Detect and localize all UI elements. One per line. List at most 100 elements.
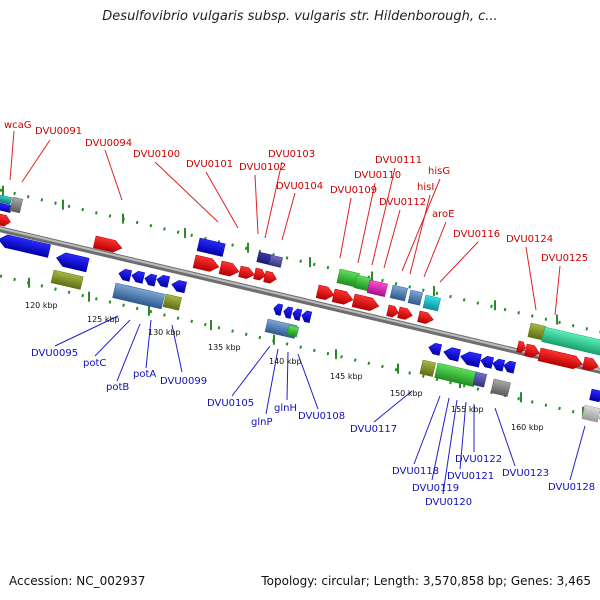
gene-DVU0120[interactable] <box>480 355 494 369</box>
gene-label-DVU0095[interactable]: DVU0095 <box>31 348 78 359</box>
gene-label-DVU0121[interactable]: DVU0121 <box>447 471 494 482</box>
gene-label-DVU0122[interactable]: DVU0122 <box>455 454 502 465</box>
gene-DVU0117b[interactable] <box>419 359 436 377</box>
gene-glnH[interactable] <box>286 324 300 338</box>
gene-DVU0119[interactable] <box>459 350 482 368</box>
gene-DVU0127[interactable] <box>537 347 584 371</box>
gene-DVU0091[interactable] <box>9 196 24 214</box>
gene-label-DVU0102[interactable]: DVU0102 <box>239 162 286 173</box>
gene-label-DVU0110[interactable]: DVU0110 <box>354 170 401 181</box>
gene-aroE[interactable] <box>422 294 441 312</box>
forward-dotted-ring <box>0 188 600 334</box>
gene-DVU0097[interactable] <box>144 273 158 287</box>
gene-potA[interactable] <box>131 270 145 284</box>
gene-label-DVU0100[interactable]: DVU0100 <box>133 149 180 160</box>
gene-label-DVU0101[interactable]: DVU0101 <box>186 159 233 170</box>
gene-label-DVU0111[interactable]: DVU0111 <box>375 155 422 166</box>
gene-hisG[interactable] <box>407 289 423 306</box>
gene-DVU0116[interactable] <box>417 310 435 325</box>
gene-DVU0099b[interactable] <box>171 279 187 294</box>
gene-DVU0123b[interactable] <box>472 371 488 388</box>
gene-DVU0125[interactable] <box>541 326 600 356</box>
forward-label-connector <box>281 192 296 241</box>
gene-DVU0126[interactable] <box>516 340 527 354</box>
gene-DVU0100b[interactable] <box>196 237 226 257</box>
gene-DVU0117[interactable] <box>428 342 442 356</box>
gene-label-DVU0124[interactable]: DVU0124 <box>506 234 553 245</box>
gene-potC[interactable] <box>112 282 165 310</box>
gene-DVU0098[interactable] <box>156 274 170 288</box>
gene-label-DVU0108[interactable]: DVU0108 <box>298 411 345 422</box>
forward-label-connector <box>409 194 431 275</box>
gene-label-glnH[interactable]: glnH <box>274 403 297 414</box>
topology-text: Topology: circular; Length: 3,570,858 bp… <box>261 574 591 588</box>
gene-label-DVU0123[interactable]: DVU0123 <box>502 468 549 479</box>
gene-label-DVU0105[interactable]: DVU0105 <box>207 398 254 409</box>
gene-DVU0112r[interactable] <box>351 293 380 313</box>
reverse-label-connector <box>413 395 441 465</box>
backbone <box>0 226 600 374</box>
gene-label-hisI[interactable]: hisI <box>417 182 434 193</box>
gene-DVU0112[interactable] <box>389 284 408 302</box>
gene-DVU0126b[interactable] <box>523 343 540 359</box>
gene-DVU0106[interactable] <box>283 306 294 319</box>
gene-DVU0108[interactable] <box>301 310 313 324</box>
gene-label-potC[interactable]: potC <box>83 358 106 369</box>
scale-label: 145 kbp <box>330 372 363 381</box>
scale-label: 140 kbp <box>269 357 302 366</box>
gene-label-DVU0103[interactable]: DVU0103 <box>268 149 315 160</box>
gene-hisGr[interactable] <box>397 306 414 321</box>
gene-DVU0101[interactable] <box>218 260 240 278</box>
gene-label-hisG[interactable]: hisG <box>428 166 450 177</box>
gene-label-DVU0099[interactable]: DVU0099 <box>160 376 207 387</box>
gene-DVU0109r[interactable] <box>315 284 336 302</box>
gene-label-DVU0091[interactable]: DVU0091 <box>35 126 82 137</box>
gene-DVU0105[interactable] <box>273 303 284 316</box>
gene-DVU0103[interactable] <box>253 267 267 281</box>
gene-DVU0092[interactable] <box>0 233 51 258</box>
gene-wcaG[interactable] <box>0 213 12 227</box>
gene-DVU0102[interactable] <box>238 265 256 280</box>
gene-label-DVU0104[interactable]: DVU0104 <box>276 181 323 192</box>
gene-DVU0110r[interactable] <box>331 288 354 306</box>
gene-DVU0104c[interactable] <box>268 254 283 268</box>
gene-DVU0118[interactable] <box>442 346 461 362</box>
gene-label-DVU0128[interactable]: DVU0128 <box>548 482 595 493</box>
gene-label-potB[interactable]: potB <box>106 382 129 393</box>
gene-label-wcaG[interactable]: wcaG <box>4 120 32 131</box>
gene-DVU0095[interactable] <box>50 269 84 290</box>
gene-label-DVU0125[interactable]: DVU0125 <box>541 253 588 264</box>
gene-label-DVU0120[interactable]: DVU0120 <box>425 497 472 508</box>
gene-DVU0123c[interactable] <box>490 378 511 397</box>
gene-DVU0107[interactable] <box>292 308 303 321</box>
gene-label-DVU0116[interactable]: DVU0116 <box>453 229 500 240</box>
forward-label-connector <box>339 197 352 259</box>
gene-DVU0093[interactable] <box>55 251 90 273</box>
gene-DVU0094[interactable] <box>92 235 123 254</box>
gene-label-DVU0112[interactable]: DVU0112 <box>379 197 426 208</box>
gene-label-DVU0119[interactable]: DVU0119 <box>412 483 459 494</box>
gene-label-aroE[interactable]: aroE <box>432 209 454 220</box>
reverse-label-connector <box>373 390 413 423</box>
gene-hisI[interactable] <box>386 304 400 318</box>
gene-label-glnP[interactable]: glnP <box>251 417 273 428</box>
gene-wcaG-small[interactable] <box>0 202 12 213</box>
gene-label-potA[interactable]: potA <box>133 369 156 380</box>
gene-DVU0123[interactable] <box>434 362 478 387</box>
gene-DVU0100[interactable] <box>192 254 220 273</box>
gene-label-DVU0117[interactable]: DVU0117 <box>350 424 397 435</box>
gene-DVU0099[interactable] <box>162 293 182 311</box>
gene-DVU0104[interactable] <box>263 270 278 284</box>
gene-DVU0128b[interactable] <box>589 388 600 403</box>
gene-DVU0111[interactable] <box>366 279 388 298</box>
gene-DVU0121[interactable] <box>492 358 506 372</box>
reverse-label-connector <box>265 348 279 415</box>
gene-label-DVU0109[interactable]: DVU0109 <box>330 185 377 196</box>
gene-label-DVU0118[interactable]: DVU0118 <box>392 466 439 477</box>
gene-DVU0122[interactable] <box>503 360 517 374</box>
gene-DVU0128[interactable] <box>581 404 600 423</box>
gene-label-DVU0094[interactable]: DVU0094 <box>85 138 132 149</box>
gene-potB[interactable] <box>118 268 132 282</box>
gene-wcaG-top[interactable] <box>0 194 12 205</box>
gene-DVU0127b[interactable] <box>581 356 599 372</box>
